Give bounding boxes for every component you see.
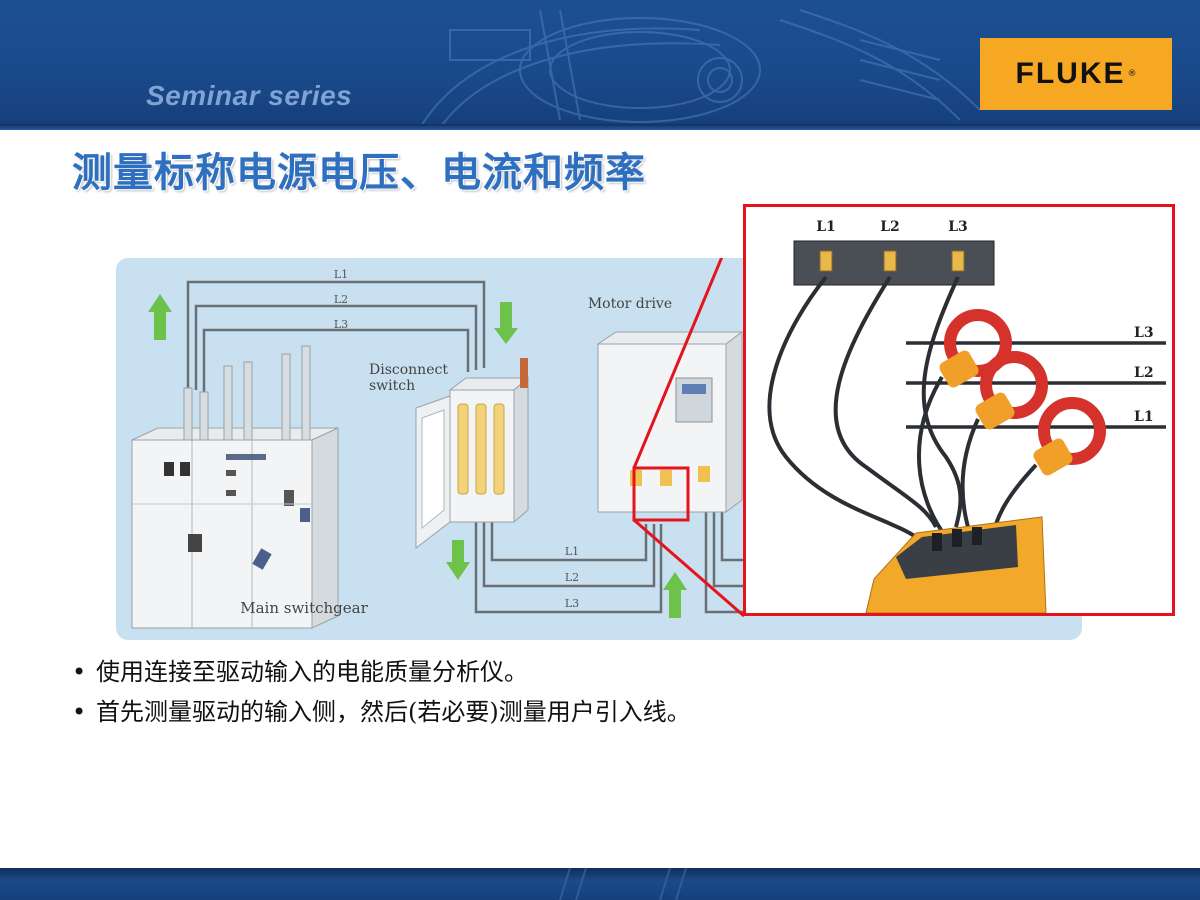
disconnect-switch — [415, 358, 530, 550]
bottom-line-label: L1 — [565, 545, 579, 558]
current-clamp-icon — [975, 351, 1048, 430]
bullet-text: 首先测量驱动的输入侧，然后(若必要)测量用户引入线。 — [96, 698, 691, 726]
slide-title: 测量标称电源电压、电流和频率 — [72, 150, 646, 196]
seminar-series-label: Seminar series — [146, 80, 353, 111]
fluke-logo: FLUKE ® — [980, 38, 1172, 110]
up-arrow-icon — [663, 572, 687, 618]
power-analyzer — [865, 516, 1047, 614]
motor-drive-label: Motor drive — [588, 296, 672, 312]
voltage-leads — [767, 275, 963, 539]
header-stripe — [0, 124, 1200, 130]
disconnect-label-line1: Disconnect — [369, 362, 448, 378]
terminal-label: L2 — [880, 219, 900, 235]
current-clamp-icon — [939, 309, 1012, 388]
cable-label: L1 — [1134, 409, 1154, 425]
bottom-line-label: L2 — [565, 571, 579, 584]
bottom-line-label: L3 — [565, 597, 579, 610]
top-line-label: L1 — [334, 268, 348, 281]
header-decoration — [419, 9, 981, 128]
footer-banner — [0, 868, 1200, 900]
top-line-label: L3 — [334, 318, 348, 331]
bottom-cable-run — [474, 508, 756, 614]
top-line-label: L2 — [334, 293, 348, 306]
cable-label: L3 — [1134, 325, 1154, 341]
cable-label: L2 — [1134, 365, 1154, 381]
bullet-icon: • — [72, 658, 87, 686]
callout-line — [632, 258, 724, 469]
down-arrow-icon — [494, 302, 518, 344]
main-switchgear-cabinet — [131, 345, 339, 629]
main-switchgear-label: Main switchgear — [240, 599, 368, 617]
top-cable-run — [186, 280, 486, 392]
header-banner: Seminar series FLUKE ® — [0, 0, 1200, 128]
footer-decoration — [559, 868, 687, 900]
bullet-text: 使用连接至驱动输入的电能质量分析仪。 — [96, 658, 528, 686]
detail-inset: L1 L2 L3 L3 L2 L1 — [743, 204, 1175, 616]
disconnect-label-line2: switch — [369, 378, 415, 394]
wiring-diagram-svg: L1 L2 L3 L1 L2 L3 — [131, 258, 756, 629]
current-clamp-icon — [1033, 397, 1106, 476]
up-arrow-icon — [148, 294, 172, 340]
list-item: • 使用连接至驱动输入的电能质量分析仪。 — [72, 652, 1132, 692]
terminal-label: L1 — [816, 219, 836, 235]
bullet-icon: • — [72, 698, 87, 726]
callout-line — [633, 518, 745, 618]
fluke-logo-text: FLUKE — [1015, 57, 1126, 90]
terminal-label: L3 — [948, 219, 968, 235]
registered-mark: ® — [1127, 69, 1137, 79]
detail-inset-svg: L1 L2 L3 L3 L2 L1 — [767, 219, 1166, 614]
list-item: • 首先测量驱动的输入侧，然后(若必要)测量用户引入线。 — [72, 692, 1132, 732]
down-arrow-icon — [446, 540, 470, 580]
motor-drive-cabinet — [596, 331, 744, 522]
bullet-list: • 使用连接至驱动输入的电能质量分析仪。 • 首先测量驱动的输入侧，然后(若必要)测… — [72, 652, 1132, 732]
